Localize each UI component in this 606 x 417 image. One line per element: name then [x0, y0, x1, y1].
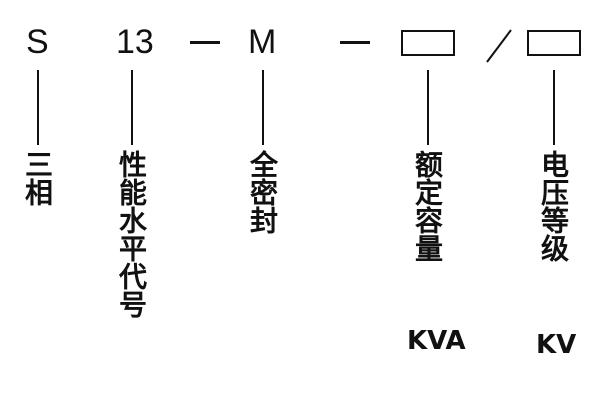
label-fully-sealed: 全密封	[246, 150, 279, 234]
label-three-phase: 三相	[21, 150, 54, 206]
code-dash-1	[190, 41, 220, 44]
connector-line-voltage	[553, 70, 555, 145]
connector-line-capacity	[427, 70, 429, 145]
code-performance-number: 13	[116, 23, 154, 61]
label-voltage-unit: KV	[536, 330, 577, 360]
slash-separator	[486, 29, 512, 63]
capacity-placeholder-box	[401, 30, 455, 56]
connector-line-sealing	[262, 70, 264, 145]
code-series-letter: S	[26, 23, 49, 61]
connector-line-phase	[37, 70, 39, 145]
code-dash-2	[340, 41, 370, 44]
label-capacity-unit: KVA	[407, 326, 466, 356]
label-performance-level-code: 性能水平代号	[115, 150, 148, 318]
voltage-placeholder-box	[527, 30, 581, 56]
label-voltage-class: 电压等级	[537, 150, 570, 262]
connector-line-performance	[131, 70, 133, 145]
code-sealing-letter: M	[248, 23, 277, 61]
label-rated-capacity: 额定容量	[411, 150, 444, 262]
